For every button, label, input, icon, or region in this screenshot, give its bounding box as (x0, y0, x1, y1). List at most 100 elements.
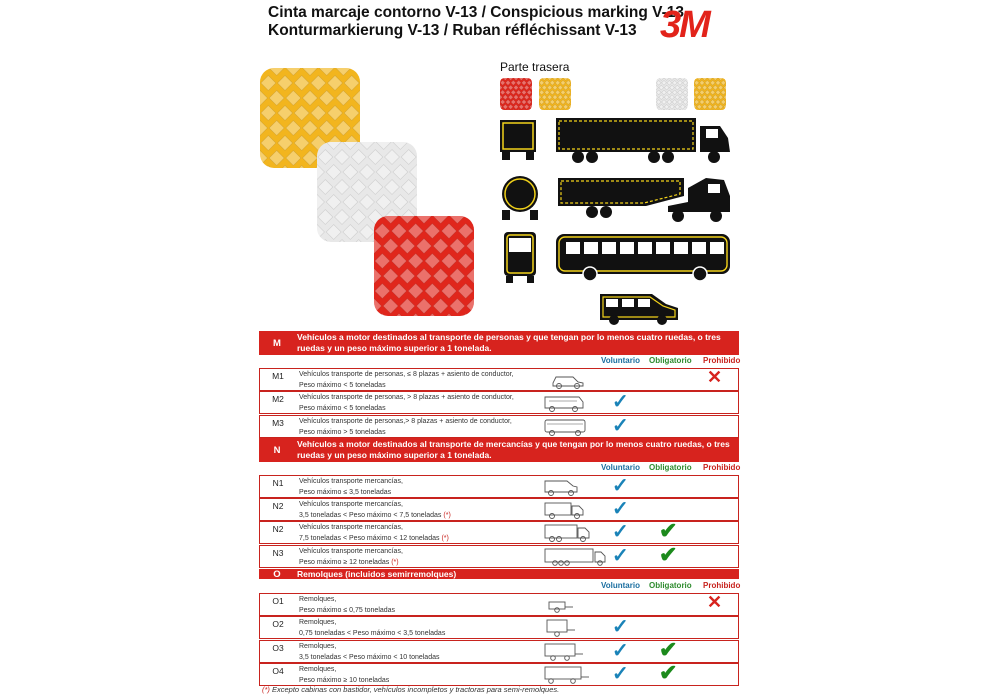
row-line-1: Remolques, (299, 619, 337, 626)
category-description: Remolques (incluidos semirremolques) (297, 569, 457, 579)
row-code: N2 (272, 524, 284, 534)
voluntario-check-icon: ✓ (612, 616, 629, 638)
category-code: N (273, 444, 281, 456)
truck-icon (544, 524, 590, 542)
trailer-large-icon (544, 666, 589, 684)
column-obligatorio: Obligatorio (649, 356, 692, 365)
row-line-2-text: 0,75 toneladas < Peso máximo < 3,5 tonel… (299, 630, 446, 637)
prohibido-cross-icon: ✕ (707, 367, 723, 387)
bus-side-icon (556, 234, 730, 282)
table-row: O4 Remolques, Peso máximo ≥ 10 toneladas (259, 663, 739, 686)
small-yellow-sample (539, 78, 571, 110)
column-obligatorio: Obligatorio (649, 581, 692, 590)
row-line-2-text: Peso máximo < 5 toneladas (299, 382, 386, 389)
red-tape-sample (374, 216, 474, 316)
voluntario-check-icon: ✓ (612, 415, 629, 437)
voluntario-check-icon: ✓ (612, 498, 629, 520)
row-line-2-text: 3,5 toneladas < Peso máximo < 7,5 tonela… (299, 512, 442, 519)
row-code: M3 (272, 418, 284, 428)
row-code: N1 (272, 478, 284, 488)
row-line-2: Peso máximo < 5 toneladas (299, 380, 386, 391)
row-line-2-text: 3,5 toneladas < Peso máximo < 10 tonelad… (299, 654, 440, 661)
voluntario-check-icon: ✓ (612, 475, 629, 497)
row-asterisk: (*) (441, 535, 449, 542)
row-line-2: Peso máximo > 5 toneladas (299, 427, 386, 438)
row-line-2: 0,75 toneladas < Peso máximo < 3,5 tonel… (299, 628, 445, 639)
table-row: O1 Remolques, Peso máximo ≤ 0,75 tonelad… (259, 593, 739, 616)
title-line-1: Cinta marcaje contorno V-13 / Conspiciou… (268, 4, 685, 21)
category-bar-o: O Remolques (incluidos semirremolques) (259, 568, 739, 580)
column-prohibido: Prohibido (703, 356, 741, 365)
voluntario-check-icon: ✓ (612, 640, 629, 662)
row-line-2-text: Peso máximo ≥ 12 toneladas (299, 559, 390, 566)
table-row: M2 Vehículos transporte de personas, > 8… (259, 391, 739, 414)
row-code: M1 (272, 371, 284, 381)
small-yellow-sample-2 (694, 78, 726, 110)
row-line-1: Vehículos transporte mercancías, (299, 501, 403, 508)
row-line-1: Remolques, (299, 596, 337, 603)
footnote-mark: (*) (262, 685, 270, 694)
table-row: O2 Remolques, 0,75 toneladas < Peso máxi… (259, 616, 739, 639)
row-line-2-text: Peso máximo ≤ 0,75 toneladas (299, 607, 396, 614)
category-code: O (273, 568, 281, 580)
title-line-2: Konturmarkierung V-13 / Ruban réfléchiss… (268, 22, 637, 39)
row-line-2: Peso máximo ≤ 3,5 toneladas (299, 487, 391, 498)
row-code: O4 (272, 666, 284, 676)
table-row: M3 Vehículos transporte de personas,> 8 … (259, 415, 739, 438)
row-line-2-text: 7,5 toneladas < Peso máximo < 12 tonelad… (299, 535, 440, 542)
obligatorio-check-icon: ✔ (659, 637, 678, 662)
row-line-1: Vehículos transporte de personas, ≤ 8 pl… (299, 371, 514, 378)
column-prohibido: Prohibido (703, 463, 741, 472)
row-code: N3 (272, 548, 284, 558)
row-line-2-text: Peso máximo < 5 toneladas (299, 405, 386, 412)
column-prohibido: Prohibido (703, 581, 741, 590)
prohibido-cross-icon: ✕ (707, 592, 723, 612)
row-line-2: 3,5 toneladas < Peso máximo < 10 tonelad… (299, 652, 439, 663)
row-line-2: Peso máximo ≤ 0,75 toneladas (299, 605, 395, 616)
van-icon (544, 480, 578, 496)
minibus-icon (544, 396, 584, 412)
trailer-medium-icon (544, 643, 583, 661)
voluntario-check-icon: ✓ (612, 545, 629, 567)
row-code: O1 (272, 596, 284, 606)
category-code: M (273, 337, 281, 349)
voluntario-check-icon: ✓ (612, 663, 629, 685)
table-row: M1 Vehículos transporte de personas, ≤ 8… (259, 368, 739, 391)
table-row: N2 Vehículos transporte mercancías, 3,5 … (259, 498, 739, 521)
row-code: M2 (272, 394, 284, 404)
row-line-1: Remolques, (299, 666, 337, 673)
parte-trasera-label: Parte trasera (500, 60, 570, 74)
table-row: N2 Vehículos transporte mercancías, 7,5 … (259, 521, 739, 544)
row-code: N2 (272, 501, 284, 511)
category-description: Vehículos a motor destinados al transpor… (297, 439, 730, 460)
row-line-1: Vehículos transporte mercancías, (299, 478, 403, 485)
white-tape-sample (317, 142, 417, 242)
truck-trailer-icon (556, 118, 730, 163)
tanker-rear-icon (502, 176, 538, 220)
row-line-1: Remolques, (299, 643, 337, 650)
column-voluntario: Voluntario (601, 581, 640, 590)
footnote-text: Excepto cabinas con bastidor, vehículos … (269, 685, 560, 694)
row-line-2-text: Peso máximo > 5 toneladas (299, 429, 386, 436)
row-line-2: Peso máximo < 5 toneladas (299, 403, 386, 414)
trailer-icon (546, 619, 575, 637)
voluntario-check-icon: ✓ (612, 391, 629, 413)
bus-icon (544, 419, 586, 436)
category-description: Vehículos a motor destinados al transpor… (297, 332, 721, 353)
row-asterisk: (*) (391, 559, 399, 566)
table-row: O3 Remolques, 3,5 toneladas < Peso máxim… (259, 640, 739, 663)
small-white-sample (656, 78, 688, 110)
obligatorio-check-icon: ✔ (659, 518, 678, 543)
row-code: O2 (272, 619, 284, 629)
table-row: N3 Vehículos transporte mercancías, Peso… (259, 545, 739, 568)
car-icon (552, 376, 584, 389)
row-line-2: 3,5 toneladas < Peso máximo < 7,5 tonela… (299, 510, 451, 521)
row-line-2: Peso máximo ≥ 12 toneladas (*) (299, 557, 399, 568)
column-voluntario: Voluntario (601, 356, 640, 365)
category-bar-m: M Vehículos a motor destinados al transp… (259, 331, 739, 355)
row-asterisk: (*) (443, 512, 451, 519)
category-bar-n: N Vehículos a motor destinados al transp… (259, 438, 739, 462)
column-voluntario: Voluntario (601, 463, 640, 472)
row-line-1: Vehículos transporte de personas, > 8 pl… (299, 394, 514, 401)
bus-front-icon (504, 232, 536, 283)
